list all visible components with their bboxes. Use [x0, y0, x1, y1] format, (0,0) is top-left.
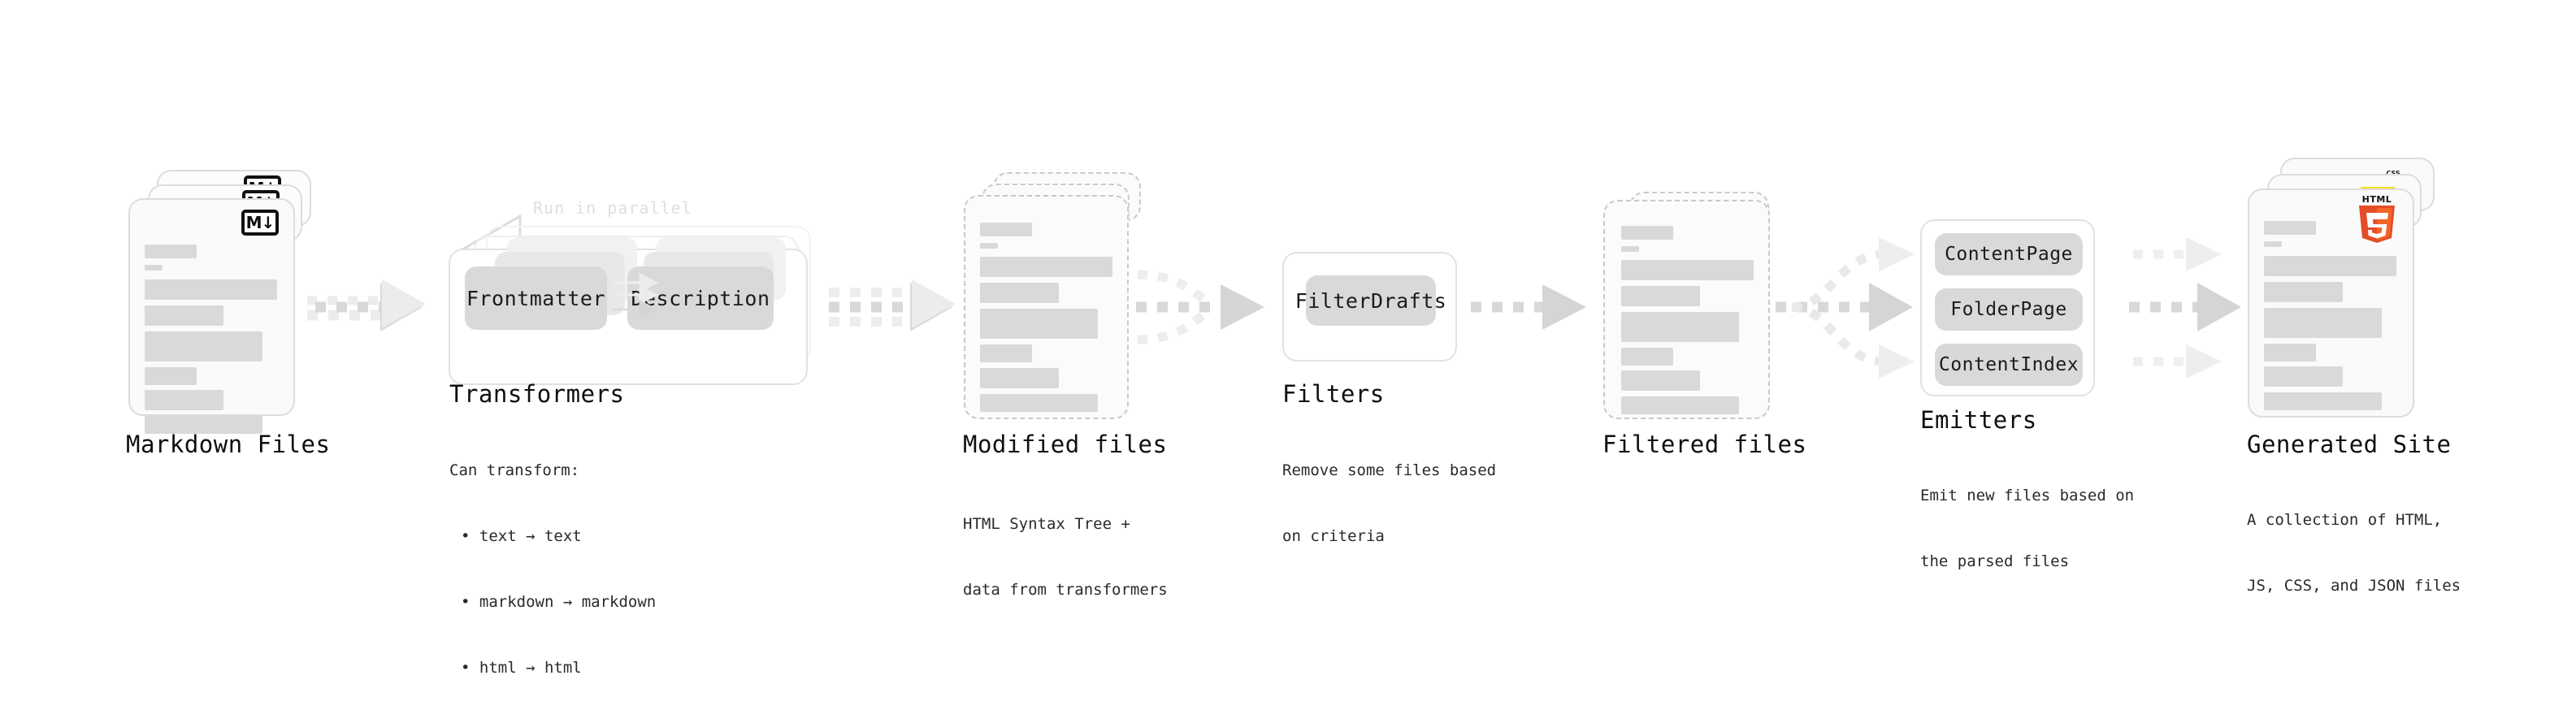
html5-label: HTML	[2361, 194, 2392, 205]
transformers-desc-heading: Can transform:	[449, 461, 580, 479]
pipeline-diagram: M↓ M↓ M↓ Markdown Files Run in parallel	[126, 158, 2461, 677]
skeleton-bar	[2264, 221, 2316, 235]
skeleton-bar	[980, 344, 1032, 362]
generated-card-html: HTML	[2248, 188, 2414, 418]
run-in-parallel-label: Run in parallel	[533, 198, 692, 218]
emitter-pill-contentpage[interactable]: ContentPage	[1935, 233, 2083, 275]
skeleton-bar	[2264, 308, 2382, 338]
connector-arrows	[307, 237, 2241, 379]
skeleton-bar	[2264, 256, 2396, 276]
transformer-layer-front: Frontmatter Description	[449, 237, 808, 385]
filters-desc-line: on criteria	[1282, 527, 1385, 545]
html5-shield	[2359, 206, 2395, 243]
skeleton-bar	[980, 223, 1032, 236]
transformers-description: Can transform: • text → text • markdown …	[449, 416, 656, 723]
skeleton-bar	[1621, 396, 1739, 414]
transformers-title: Transformers	[449, 380, 625, 408]
arrow-filtered-to-emitters	[1776, 237, 1915, 379]
emitter-pill-contentindex[interactable]: ContentIndex	[1935, 344, 2083, 386]
skeleton-bar	[1621, 226, 1673, 240]
skeleton-bar	[980, 243, 998, 249]
generated-desc-line: JS, CSS, and JSON files	[2247, 577, 2461, 595]
skeleton-bar	[145, 416, 262, 434]
arrow-modified-to-filters	[1136, 270, 1264, 344]
filtered-card-front	[1603, 200, 1770, 419]
transformer-pill-frontmatter[interactable]: Frontmatter	[465, 266, 607, 330]
emitters-title: Emitters	[1920, 406, 2037, 434]
skeleton-bar	[145, 390, 223, 410]
markdown-icon: M↓	[241, 210, 279, 236]
emitter-pill-folderpage[interactable]: FolderPage	[1935, 288, 2083, 331]
skeleton-bar	[2264, 241, 2282, 247]
skeleton-bar	[145, 331, 262, 362]
filters-title: Filters	[1282, 380, 1385, 408]
filtered-files-title: Filtered files	[1602, 431, 1807, 458]
skeleton-bar	[1621, 286, 1700, 306]
modified-desc-line: data from transformers	[963, 581, 1168, 599]
emitters-desc-line: Emit new files based on	[1920, 487, 2135, 504]
skeleton-bar	[145, 305, 223, 326]
filters-desc-line: Remove some files based	[1282, 461, 1497, 479]
skeleton-bar	[1621, 370, 1700, 391]
generated-desc-line: A collection of HTML,	[2247, 511, 2443, 529]
markdown-card-front: M↓	[128, 198, 295, 434]
transformers-desc-item: • html → html	[461, 659, 582, 677]
skeleton-bar	[1621, 348, 1673, 366]
skeleton-bar	[2264, 282, 2343, 302]
emitters-group: ContentPage FolderPage ContentIndex	[1920, 219, 2095, 396]
modified-files-description: HTML Syntax Tree + data from transformer…	[963, 470, 1168, 645]
skeleton-bar	[980, 283, 1059, 303]
skeleton-bar	[1621, 246, 1639, 252]
arrow-transformers-to-modified	[829, 279, 956, 331]
skeleton-bar	[1621, 260, 1754, 280]
skeleton-bar	[980, 309, 1098, 339]
emitters-description: Emit new files based on the parsed files	[1920, 441, 2134, 617]
skeleton-bar	[145, 279, 277, 300]
skeleton-bar	[145, 367, 197, 385]
arrow-markdown-to-transformers	[307, 279, 426, 331]
transformers-desc-item: • markdown → markdown	[461, 593, 657, 611]
modified-desc-line: HTML Syntax Tree +	[963, 515, 1130, 533]
emitters-desc-line: the parsed files	[1920, 552, 2070, 570]
transformer-inner-arrows	[613, 273, 659, 319]
skeleton-bar	[1621, 312, 1739, 342]
arrow-filters-to-filtered	[1471, 284, 1586, 330]
skeleton-bar	[2264, 392, 2382, 410]
transformers-desc-item: • text → text	[461, 527, 582, 545]
html5-icon: HTML	[2355, 195, 2399, 245]
filters-group: FilterDrafts	[1282, 252, 1457, 362]
skeleton-bar	[980, 257, 1112, 277]
skeleton-bar	[145, 245, 197, 258]
skeleton-bar	[980, 394, 1098, 412]
skeleton-bar	[980, 368, 1059, 388]
modified-files-title: Modified files	[963, 431, 1168, 458]
skeleton-bar	[2264, 366, 2343, 387]
skeleton-bar	[145, 265, 163, 271]
css-label: CSS	[2386, 171, 2400, 177]
arrow-emitters-to-generated	[2129, 237, 2241, 379]
markdown-files-title: Markdown Files	[126, 431, 331, 458]
modified-card-front	[964, 195, 1129, 419]
filter-pill-filterdrafts[interactable]: FilterDrafts	[1295, 275, 1446, 326]
generated-site-description: A collection of HTML, JS, CSS, and JSON …	[2247, 465, 2461, 641]
skeleton-bar	[2264, 344, 2316, 362]
generated-site-title: Generated Site	[2247, 431, 2452, 458]
filters-description: Remove some files based on criteria	[1282, 416, 1496, 591]
